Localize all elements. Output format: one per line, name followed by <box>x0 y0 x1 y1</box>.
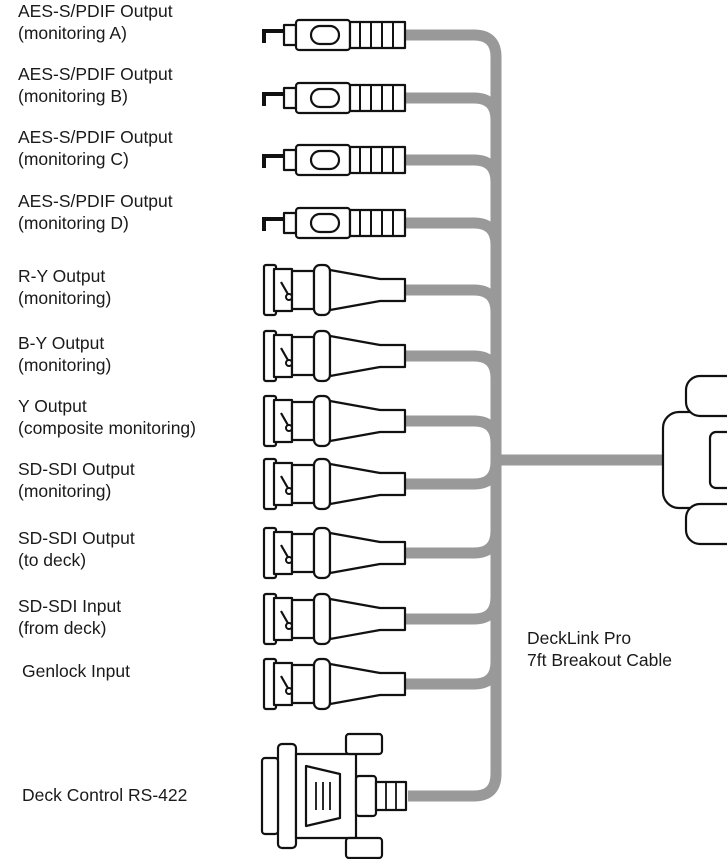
connector-label: AES-S/PDIF Output(monitoring D) <box>18 190 173 234</box>
connector-label: SD-SDI Input(from deck) <box>18 595 121 639</box>
rca-connector <box>262 81 407 115</box>
connector-label: Genlock Input <box>22 660 130 682</box>
cable-branch <box>405 29 502 460</box>
connector-label: Deck Control RS-422 <box>22 784 187 806</box>
bnc-connector <box>262 457 407 511</box>
connector-label-line2: (from deck) <box>18 618 107 638</box>
bnc-connector <box>262 592 407 646</box>
cable-branch <box>405 284 502 460</box>
bnc-connector <box>262 263 407 317</box>
connector-label-line2: (monitoring) <box>18 355 112 375</box>
connector-plugs <box>260 18 727 859</box>
cable-label: DeckLink Pro 7ft Breakout Cable <box>527 627 672 671</box>
connector-label: SD-SDI Output(to deck) <box>18 527 135 571</box>
connector-label-line2: (monitoring D) <box>18 213 129 233</box>
bnc-connector <box>262 329 407 383</box>
connector-label-line1: Genlock Input <box>22 661 130 681</box>
cable-branch <box>405 460 502 690</box>
connector-label-line1: AES-S/PDIF Output <box>18 64 173 84</box>
connector-label-line2: (monitoring C) <box>18 149 129 169</box>
cable-branch <box>405 154 502 460</box>
cable-branch <box>408 460 502 802</box>
connector-label-line2: (monitoring A) <box>18 23 127 43</box>
connector-label-line2: (to deck) <box>18 550 87 570</box>
bnc-connector <box>262 657 407 711</box>
connector-label: SD-SDI Output(monitoring) <box>18 458 135 502</box>
cable-branch <box>405 456 502 490</box>
connector-label: B-Y Output(monitoring) <box>18 332 111 376</box>
connector-label-line2: (monitoring) <box>18 288 112 308</box>
cable-branch <box>405 415 502 460</box>
connector-label-line1: AES-S/PDIF Output <box>18 127 173 147</box>
cable-branch <box>405 92 502 460</box>
connector-label-line2: (monitoring B) <box>18 86 128 106</box>
connector-label: AES-S/PDIF Output(monitoring B) <box>18 63 173 107</box>
rca-connector <box>262 206 407 240</box>
cable-branch <box>405 350 502 460</box>
cable-label-line2: 7ft Breakout Cable <box>527 650 672 670</box>
connector-label: Y Output(composite monitoring) <box>18 395 196 439</box>
rca-connector <box>262 143 407 177</box>
connector-label: R-Y Output(monitoring) <box>18 265 111 309</box>
cable-bundle <box>405 29 663 802</box>
connector-label-line2: (monitoring) <box>18 481 112 501</box>
connector-label-line1: AES-S/PDIF Output <box>18 191 173 211</box>
connector-label-line1: B-Y Output <box>18 333 105 353</box>
bnc-connector <box>262 394 407 448</box>
rca-connector <box>262 18 407 52</box>
host-connector <box>661 374 727 546</box>
connector-label: AES-S/PDIF Output(monitoring C) <box>18 126 173 170</box>
connector-label-line1: R-Y Output <box>18 266 106 286</box>
connector-label-line1: AES-S/PDIF Output <box>18 1 173 21</box>
connector-label-line1: Deck Control RS-422 <box>22 785 188 805</box>
cable-label-line1: DeckLink Pro <box>527 628 632 648</box>
connector-label-line2: (composite monitoring) <box>18 418 196 438</box>
dsub-connector <box>260 732 408 859</box>
cable-branch <box>405 217 502 460</box>
connector-label-line1: SD-SDI Output <box>18 459 135 479</box>
connector-label-line1: SD-SDI Input <box>18 596 122 616</box>
connector-label: AES-S/PDIF Output(monitoring A) <box>18 0 173 44</box>
bnc-connector <box>262 526 407 580</box>
connector-label-line1: SD-SDI Output <box>18 528 135 548</box>
connector-label-line1: Y Output <box>18 396 87 416</box>
cable-branch <box>405 460 502 559</box>
